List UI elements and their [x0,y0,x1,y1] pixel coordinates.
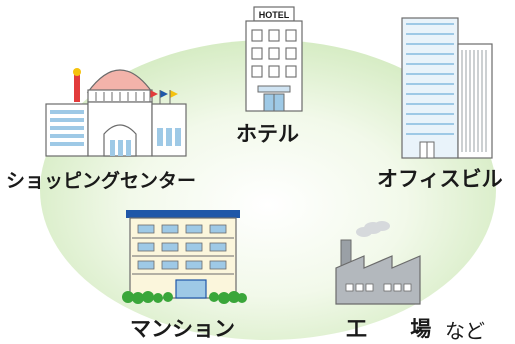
label-mansion: マンション [130,317,235,341]
label-shopping-center: ショッピングセンター [6,170,197,192]
label-office-building: オフィスビル [377,167,503,191]
hotel-icon: HOTEL [245,6,303,112]
mansion-icon [122,210,247,304]
office-building-icon [401,17,493,159]
factory-icon [335,221,421,305]
label-hotel: ホテル [236,122,299,146]
label-factory: 工 場 [346,317,450,341]
label-etc: など [445,319,485,343]
hotel-sign: HOTEL [259,10,290,20]
shopping-center-icon [45,68,187,157]
